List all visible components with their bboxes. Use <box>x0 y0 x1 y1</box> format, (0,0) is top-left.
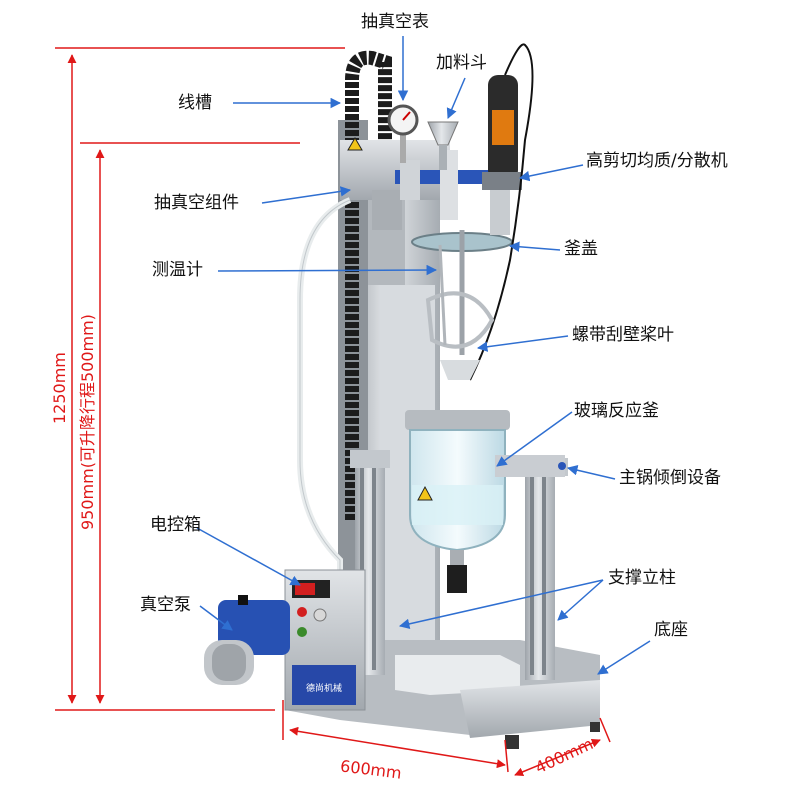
vacuum-pump <box>204 595 290 685</box>
label-cable-trough: 线槽 <box>178 93 212 113</box>
head-assembly <box>340 137 505 230</box>
label-homogenizer: 高剪切均质/分散机 <box>586 151 728 171</box>
glass-reactor <box>405 410 510 593</box>
vacuum-gauge <box>387 104 419 163</box>
label-vacuum-pump: 真空泵 <box>140 595 191 615</box>
label-base: 底座 <box>654 620 688 640</box>
nameplate-text: 德尚机械 <box>306 682 342 694</box>
label-support-column: 支撑立柱 <box>608 568 676 588</box>
cable-trough <box>345 50 392 520</box>
dimension-lift-height: 950mm(可升降行程500mm) <box>78 314 97 530</box>
thermometer-probe <box>438 244 447 346</box>
control-box <box>284 569 366 711</box>
leader-lines <box>196 36 651 675</box>
vacuum-hose-outline <box>299 199 351 585</box>
label-tilting-device: 主锅倾倒设备 <box>619 468 721 488</box>
tilting-device <box>495 455 566 477</box>
label-vacuum-gauge: 抽真空表 <box>361 12 429 32</box>
label-feed-hopper: 加料斗 <box>436 53 487 73</box>
label-thermometer: 测温计 <box>152 260 203 280</box>
homogenizer <box>469 43 534 381</box>
label-ribbon-paddle: 螺带刮壁桨叶 <box>572 325 674 345</box>
label-kettle-lid: 釜盖 <box>564 239 598 259</box>
ribbon-paddle <box>425 230 495 380</box>
label-glass-reactor: 玻璃反应釜 <box>574 401 659 421</box>
dimension-total-height: 1250mm <box>50 352 69 424</box>
label-control-box: 电控箱 <box>150 515 201 535</box>
dimension-lines <box>55 47 611 777</box>
feed-hopper <box>427 121 459 170</box>
label-vacuum-assembly: 抽真空组件 <box>154 193 239 213</box>
